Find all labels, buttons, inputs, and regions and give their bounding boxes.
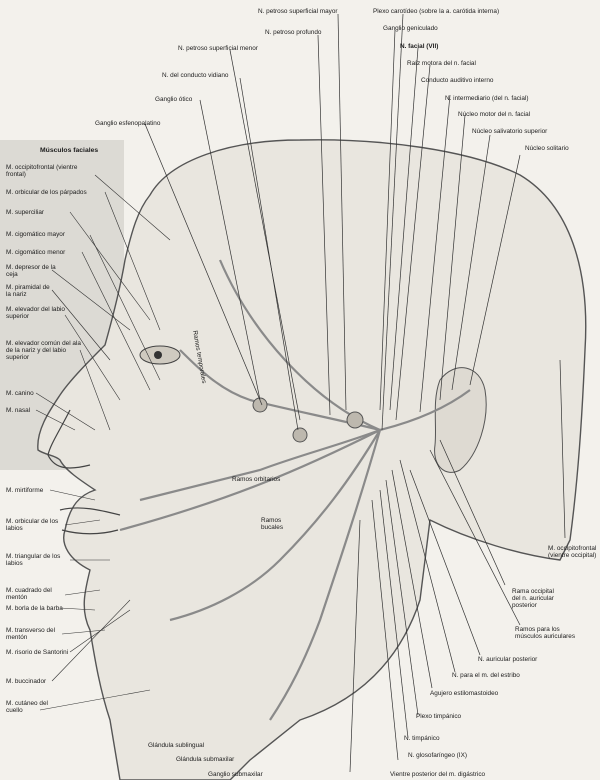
right-label: Ramos para los músculos auriculares bbox=[515, 626, 580, 640]
right-label: Plexo timpánico bbox=[416, 713, 461, 720]
nerve-label: Ganglio esfenopalatino bbox=[95, 120, 160, 127]
right-label: M. occipitofrontal (vientre occipital) bbox=[548, 545, 600, 559]
nerve-label: Núcleo motor del n. facial bbox=[458, 111, 530, 118]
muscle-label: M. buccinador bbox=[6, 678, 46, 685]
bottom-label: Glándula submaxilar bbox=[176, 756, 234, 763]
muscle-label: M. nasal bbox=[6, 407, 30, 414]
nerve-label: N. petroso superficial mayor bbox=[258, 8, 338, 15]
nerve-label: Ganglio geniculado bbox=[383, 25, 438, 32]
muscle-label: M. borla de la barba bbox=[6, 605, 63, 612]
muscle-label: M. canino bbox=[6, 390, 34, 397]
muscle-label: M. elevador del labio superior bbox=[6, 306, 66, 320]
nerve-label: N. del conducto vidiano bbox=[162, 72, 228, 79]
muscle-label: M. cigomático menor bbox=[6, 249, 65, 256]
muscle-label: M. superciliar bbox=[6, 209, 44, 216]
ganglion-otic bbox=[293, 428, 307, 442]
right-label: Rama occipital del n. auricular posterio… bbox=[512, 588, 564, 610]
muscle-label: M. orbicular de los párpados bbox=[6, 189, 87, 196]
right-label: Vientre posterior del m. digástrico bbox=[390, 771, 485, 778]
branch-label: Ramos bucales bbox=[261, 517, 291, 531]
bottom-label: Glándula sublingual bbox=[148, 742, 204, 749]
right-label: N. glosofaríngeo (IX) bbox=[408, 752, 467, 759]
muscle-label: M. orbicular de los labios bbox=[6, 518, 66, 532]
right-label: N. auricular posterior bbox=[478, 656, 537, 663]
nerve-label: Ganglio ótico bbox=[155, 96, 192, 103]
muscle-label: M. cigomático mayor bbox=[6, 231, 65, 238]
muscle-label: M. mirtiforme bbox=[6, 487, 43, 494]
nerve-label: N. petroso profundo bbox=[265, 29, 322, 36]
nerve-label: Núcleo solitario bbox=[525, 145, 569, 152]
eye-pupil bbox=[154, 351, 162, 359]
sidebar-title: Músculos faciales bbox=[40, 147, 98, 154]
right-label: Agujero estilomastoideo bbox=[430, 690, 498, 697]
muscle-label: M. transverso del mentón bbox=[6, 627, 66, 641]
muscle-label: M. depresor de la ceja bbox=[6, 264, 56, 278]
nerve-label: N. intermediario (del n. facial) bbox=[445, 95, 528, 102]
muscle-label: M. elevador común del ala de la nariz y … bbox=[6, 340, 86, 362]
muscle-label: M. cutáneo del cuello bbox=[6, 700, 51, 714]
bottom-label: Ganglio submaxilar bbox=[208, 771, 263, 778]
ganglion-geniculate bbox=[347, 412, 363, 428]
muscle-label: M. risorio de Santorini bbox=[6, 649, 68, 656]
branch-label: Ramos orbitarios bbox=[232, 476, 280, 483]
nerve-label: Plexo carotídeo (sobre la a. carótida in… bbox=[373, 8, 499, 15]
right-label: N. timpánico bbox=[404, 735, 440, 742]
nerve-label: N. facial (VII) bbox=[400, 43, 438, 50]
right-label: N. para el m. del estribo bbox=[452, 672, 520, 679]
nerve-label: Conducto auditivo interno bbox=[421, 77, 493, 84]
nerve-label: Raíz motora del n. facial bbox=[407, 60, 476, 67]
nerve-label: Núcleo salivatorio superior bbox=[472, 128, 547, 135]
muscle-label: M. piramidal de la nariz bbox=[6, 284, 56, 298]
nerve-label: N. petroso superficial menor bbox=[178, 45, 258, 52]
muscle-label: M. occipitofrontal (vientre frontal) bbox=[6, 164, 96, 178]
muscle-label: M. triangular de los labios bbox=[6, 553, 71, 567]
muscle-label: M. cuadrado del mentón bbox=[6, 587, 66, 601]
